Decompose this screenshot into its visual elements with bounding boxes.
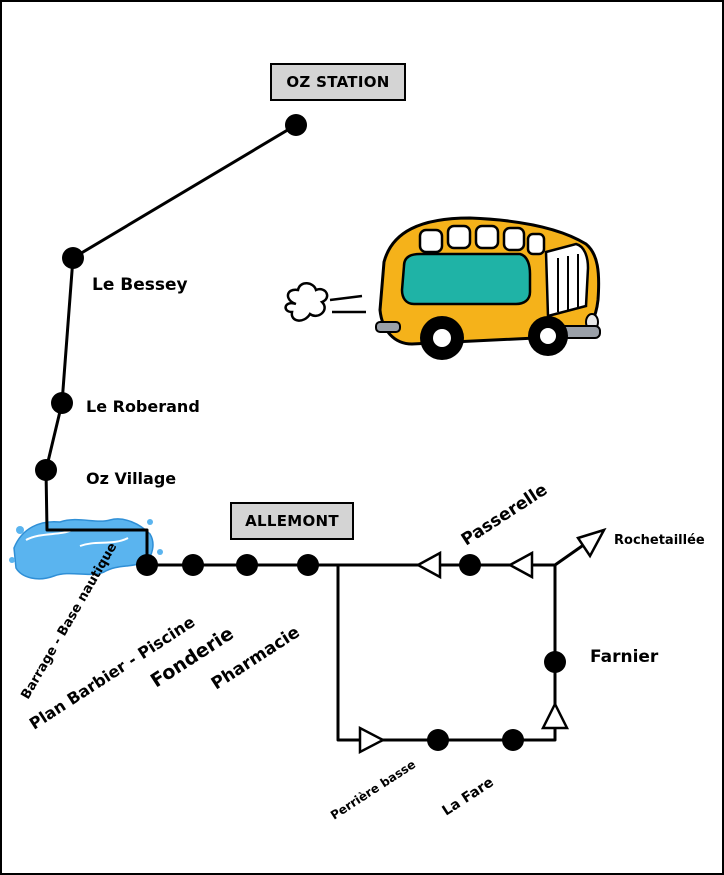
stop-label-perriere-basse: Perrière basse xyxy=(328,757,418,822)
stop-dot-oz-station xyxy=(285,114,307,136)
direction-arrows xyxy=(358,527,607,755)
direction-arrow-icon xyxy=(415,550,442,580)
route-upper xyxy=(44,123,297,565)
stop-dot-barrage xyxy=(136,554,158,576)
route-loop-lower xyxy=(336,565,557,742)
stop-dot-le-bessey xyxy=(62,247,84,269)
bus-icon xyxy=(284,216,601,360)
stop-dot-farnier xyxy=(544,651,566,673)
stop-dot-pharmacie xyxy=(297,554,319,576)
water-splash-icon xyxy=(9,518,163,580)
allemont-station-box: ALLEMONT xyxy=(230,502,354,540)
stop-dot-le-roberand xyxy=(51,392,73,414)
stop-label-oz-village: Oz Village xyxy=(86,469,176,488)
direction-arrow-icon xyxy=(358,725,386,755)
stop-dot-la-fare xyxy=(502,729,524,751)
route-lines xyxy=(44,123,603,742)
oz-station-box: OZ STATION xyxy=(270,63,406,101)
stop-label-farnier: Farnier xyxy=(590,647,659,667)
stop-dot-fonderie xyxy=(236,554,258,576)
stop-label-le-roberand: Le Roberand xyxy=(86,397,200,416)
stop-label-la-fare: La Fare xyxy=(439,774,496,819)
stop-dot-passerelle xyxy=(459,554,481,576)
stop-label-le-bessey: Le Bessey xyxy=(92,275,188,295)
stop-label-passerelle: Passerelle xyxy=(458,480,551,550)
direction-arrow-icon xyxy=(507,550,534,580)
direction-arrow-icon xyxy=(540,701,570,730)
stop-label-rochetaillee: Rochetaillée xyxy=(614,533,705,548)
stop-dot-plan-barbier xyxy=(182,554,204,576)
direction-arrow-icon xyxy=(576,527,607,559)
stop-dot-oz-village xyxy=(35,459,57,481)
stop-dot-perriere-basse xyxy=(427,729,449,751)
stop-dots xyxy=(35,114,566,751)
